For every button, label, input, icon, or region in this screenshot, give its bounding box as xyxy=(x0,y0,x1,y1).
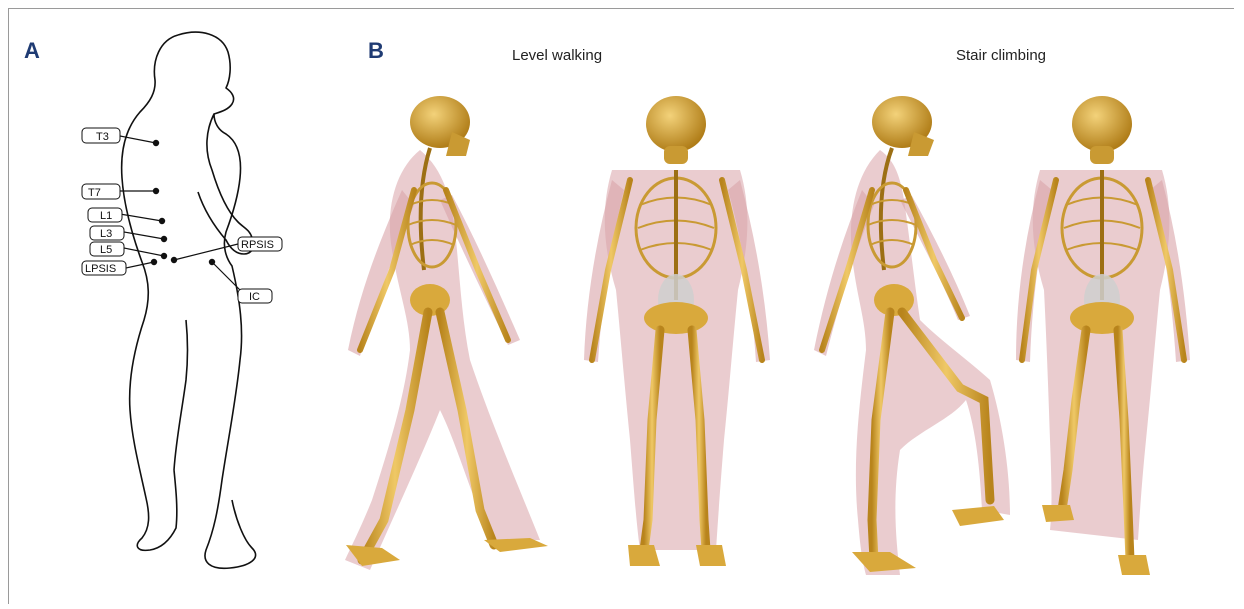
marker-lpsis: LPSIS xyxy=(82,261,126,275)
svg-text:RPSIS: RPSIS xyxy=(241,239,274,251)
body-outline xyxy=(122,32,256,568)
marker-ic: IC xyxy=(238,289,272,303)
marker-rpsis: RPSIS xyxy=(238,237,282,251)
svg-text:T3: T3 xyxy=(96,131,109,143)
marker-t3: T3 xyxy=(82,128,120,143)
svg-text:L5: L5 xyxy=(100,244,112,256)
model-stair-climbing-front xyxy=(1016,96,1190,575)
marker-l3: L3 xyxy=(90,226,124,240)
marker-labels: T3 T7 L1 L3 L5 LPSIS xyxy=(82,128,282,303)
svg-text:T7: T7 xyxy=(88,187,101,199)
model-level-walking-side xyxy=(345,96,548,570)
svg-text:L1: L1 xyxy=(100,210,112,222)
svg-text:IC: IC xyxy=(249,291,260,303)
svg-text:L3: L3 xyxy=(100,228,112,240)
marker-l1: L1 xyxy=(88,208,122,222)
svg-text:LPSIS: LPSIS xyxy=(85,263,116,275)
marker-t7: T7 xyxy=(82,184,120,199)
marker-leaders xyxy=(120,136,242,292)
model-level-walking-front xyxy=(584,96,770,566)
model-stair-climbing-side xyxy=(814,96,1010,575)
marker-l5: L5 xyxy=(90,242,124,256)
